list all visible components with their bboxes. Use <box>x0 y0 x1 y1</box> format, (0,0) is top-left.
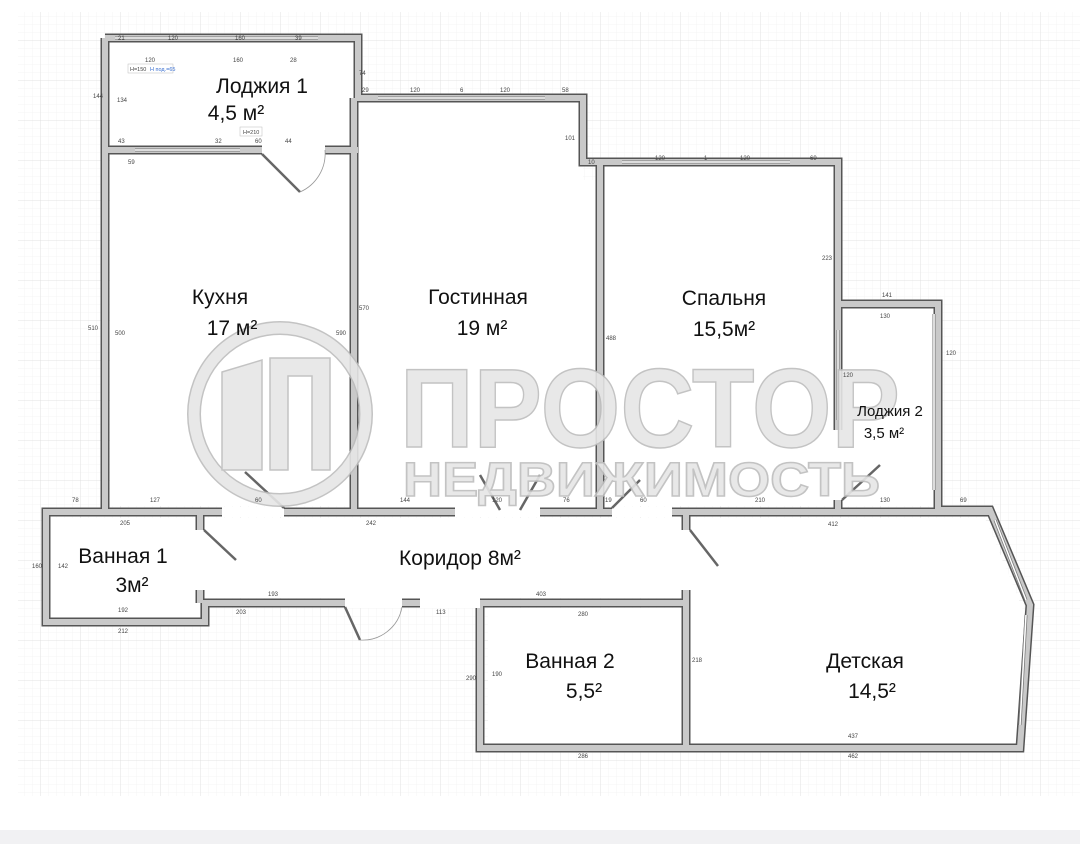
dimension-label: 1 <box>704 156 708 162</box>
dimension-label: 130 <box>880 498 891 504</box>
dimension-label: 58 <box>562 88 569 94</box>
dimension-label: 190 <box>492 672 503 678</box>
dimension-label: 205 <box>120 521 131 527</box>
dimension-label: 69 <box>810 156 817 162</box>
dimension-label: 510 <box>88 326 99 332</box>
dimension-label: 223 <box>822 256 833 262</box>
room-name-bedroom: Спальня <box>682 287 766 310</box>
dimension-label: 113 <box>436 610 446 616</box>
watermark-line2: НЕДВИЖИМОСТЬ <box>403 454 880 507</box>
dimension-label: 212 <box>118 629 129 635</box>
room-area-bath-1: 3м² <box>115 574 148 597</box>
dimension-label: 120 <box>168 36 179 42</box>
dimension-label: 193 <box>268 592 279 598</box>
room-area-kids: 14,5² <box>848 680 896 703</box>
dimension-label: 142 <box>58 564 69 570</box>
dimension-label: 570 <box>359 306 370 312</box>
dimension-label: 60 <box>255 139 262 145</box>
dimension-label: 43 <box>118 139 125 145</box>
dimension-label: 78 <box>72 498 79 504</box>
dimension-label: 32 <box>215 139 222 145</box>
dimension-label: 130 <box>880 314 891 320</box>
room-name-kids: Детская <box>826 650 904 673</box>
dimension-label: 134 <box>117 98 128 104</box>
dimension-label: 19 <box>605 498 612 504</box>
dimension-label: 412 <box>828 522 839 528</box>
door-height-tag: H=210 <box>243 130 259 136</box>
dimension-label: 120 <box>410 88 421 94</box>
dimension-label: 120 <box>740 156 751 162</box>
room-area-loggia-1: 4,5 м² <box>208 102 264 125</box>
watermark-line1: ПРОСТОР <box>400 346 900 471</box>
dimension-label: 403 <box>536 592 547 598</box>
room-name-living: Гостинная <box>428 286 528 309</box>
dimension-label: 44 <box>285 139 292 145</box>
dimension-label: 29 <box>362 88 369 94</box>
dimension-label: 39 <box>295 36 302 42</box>
dimension-label: 120 <box>492 498 503 504</box>
dimension-label: 160 <box>233 58 244 64</box>
room-name-loggia-1: Лоджия 1 <box>216 75 308 98</box>
room-name-corridor: Коридор 8м² <box>399 547 521 570</box>
dimension-label: 290 <box>466 676 477 682</box>
dimension-label: 144 <box>400 498 411 504</box>
dimension-label: 462 <box>848 754 859 760</box>
room-area-living: 19 м² <box>457 317 508 340</box>
window-sill-tag: H под.=65 <box>150 67 175 73</box>
room-name-bath-1: Ванная 1 <box>78 545 167 568</box>
dimension-label: 21 <box>118 36 125 42</box>
dimension-label: 76 <box>563 498 570 504</box>
dimension-label: 120 <box>500 88 511 94</box>
dimension-label: 242 <box>366 521 377 527</box>
dimension-label: 120 <box>946 351 957 357</box>
window-tags: H=150 H под.=65 H=210 <box>127 63 263 137</box>
room-area-kitchen: 17 м² <box>207 317 258 340</box>
dimension-label: 10 <box>588 160 595 166</box>
dimension-label: 437 <box>848 734 859 740</box>
room-labels: Лоджия 1 4,5 м² Кухня 17 м² Гостинная 19… <box>78 75 923 703</box>
dimension-label: 210 <box>755 498 766 504</box>
room-area-bath-2: 5,5² <box>566 680 602 703</box>
dimension-label: 60 <box>640 498 647 504</box>
dimension-label: 286 <box>578 754 589 760</box>
dimension-label: 60 <box>255 498 262 504</box>
windows <box>115 36 1028 726</box>
dimension-label: 590 <box>336 331 347 337</box>
dimension-label: 160 <box>32 564 43 570</box>
dimension-label: 500 <box>115 331 126 337</box>
watermark-logo: ПРОСТОР НЕДВИЖИМОСТЬ <box>187 321 901 508</box>
dimension-label: 28 <box>290 58 297 64</box>
room-area-bedroom: 15,5м² <box>693 318 755 341</box>
dimension-label: 203 <box>236 610 247 616</box>
dimension-label: 74 <box>359 71 366 77</box>
dimension-label: 127 <box>150 498 161 504</box>
bottom-band <box>0 830 1080 844</box>
dimension-label: 59 <box>128 160 135 166</box>
room-name-bath-2: Ванная 2 <box>525 650 614 673</box>
dimension-label: 192 <box>118 608 129 614</box>
dimension-labels: 21 120 160 39 144 134 120 160 28 43 32 6… <box>32 36 967 760</box>
dimension-label: 141 <box>882 293 893 299</box>
dimension-label: 120 <box>843 373 854 379</box>
dimension-label: 144 <box>93 94 104 100</box>
dimension-label: 6 <box>460 88 464 94</box>
window-height-tag: H=150 <box>130 67 146 73</box>
dimension-label: 101 <box>565 136 576 142</box>
dimension-label: 120 <box>145 58 156 64</box>
dimension-label: 488 <box>606 336 617 342</box>
dimension-label: 120 <box>655 156 666 162</box>
room-floors <box>50 42 1024 744</box>
dimension-label: 69 <box>960 498 967 504</box>
dimension-label: 160 <box>235 36 246 42</box>
dimension-label: 218 <box>692 658 703 664</box>
room-name-kitchen: Кухня <box>192 286 248 309</box>
room-area-loggia-2: 3,5 м² <box>864 425 904 442</box>
room-name-loggia-2: Лоджия 2 <box>857 403 923 420</box>
dimension-label: 280 <box>578 612 589 618</box>
